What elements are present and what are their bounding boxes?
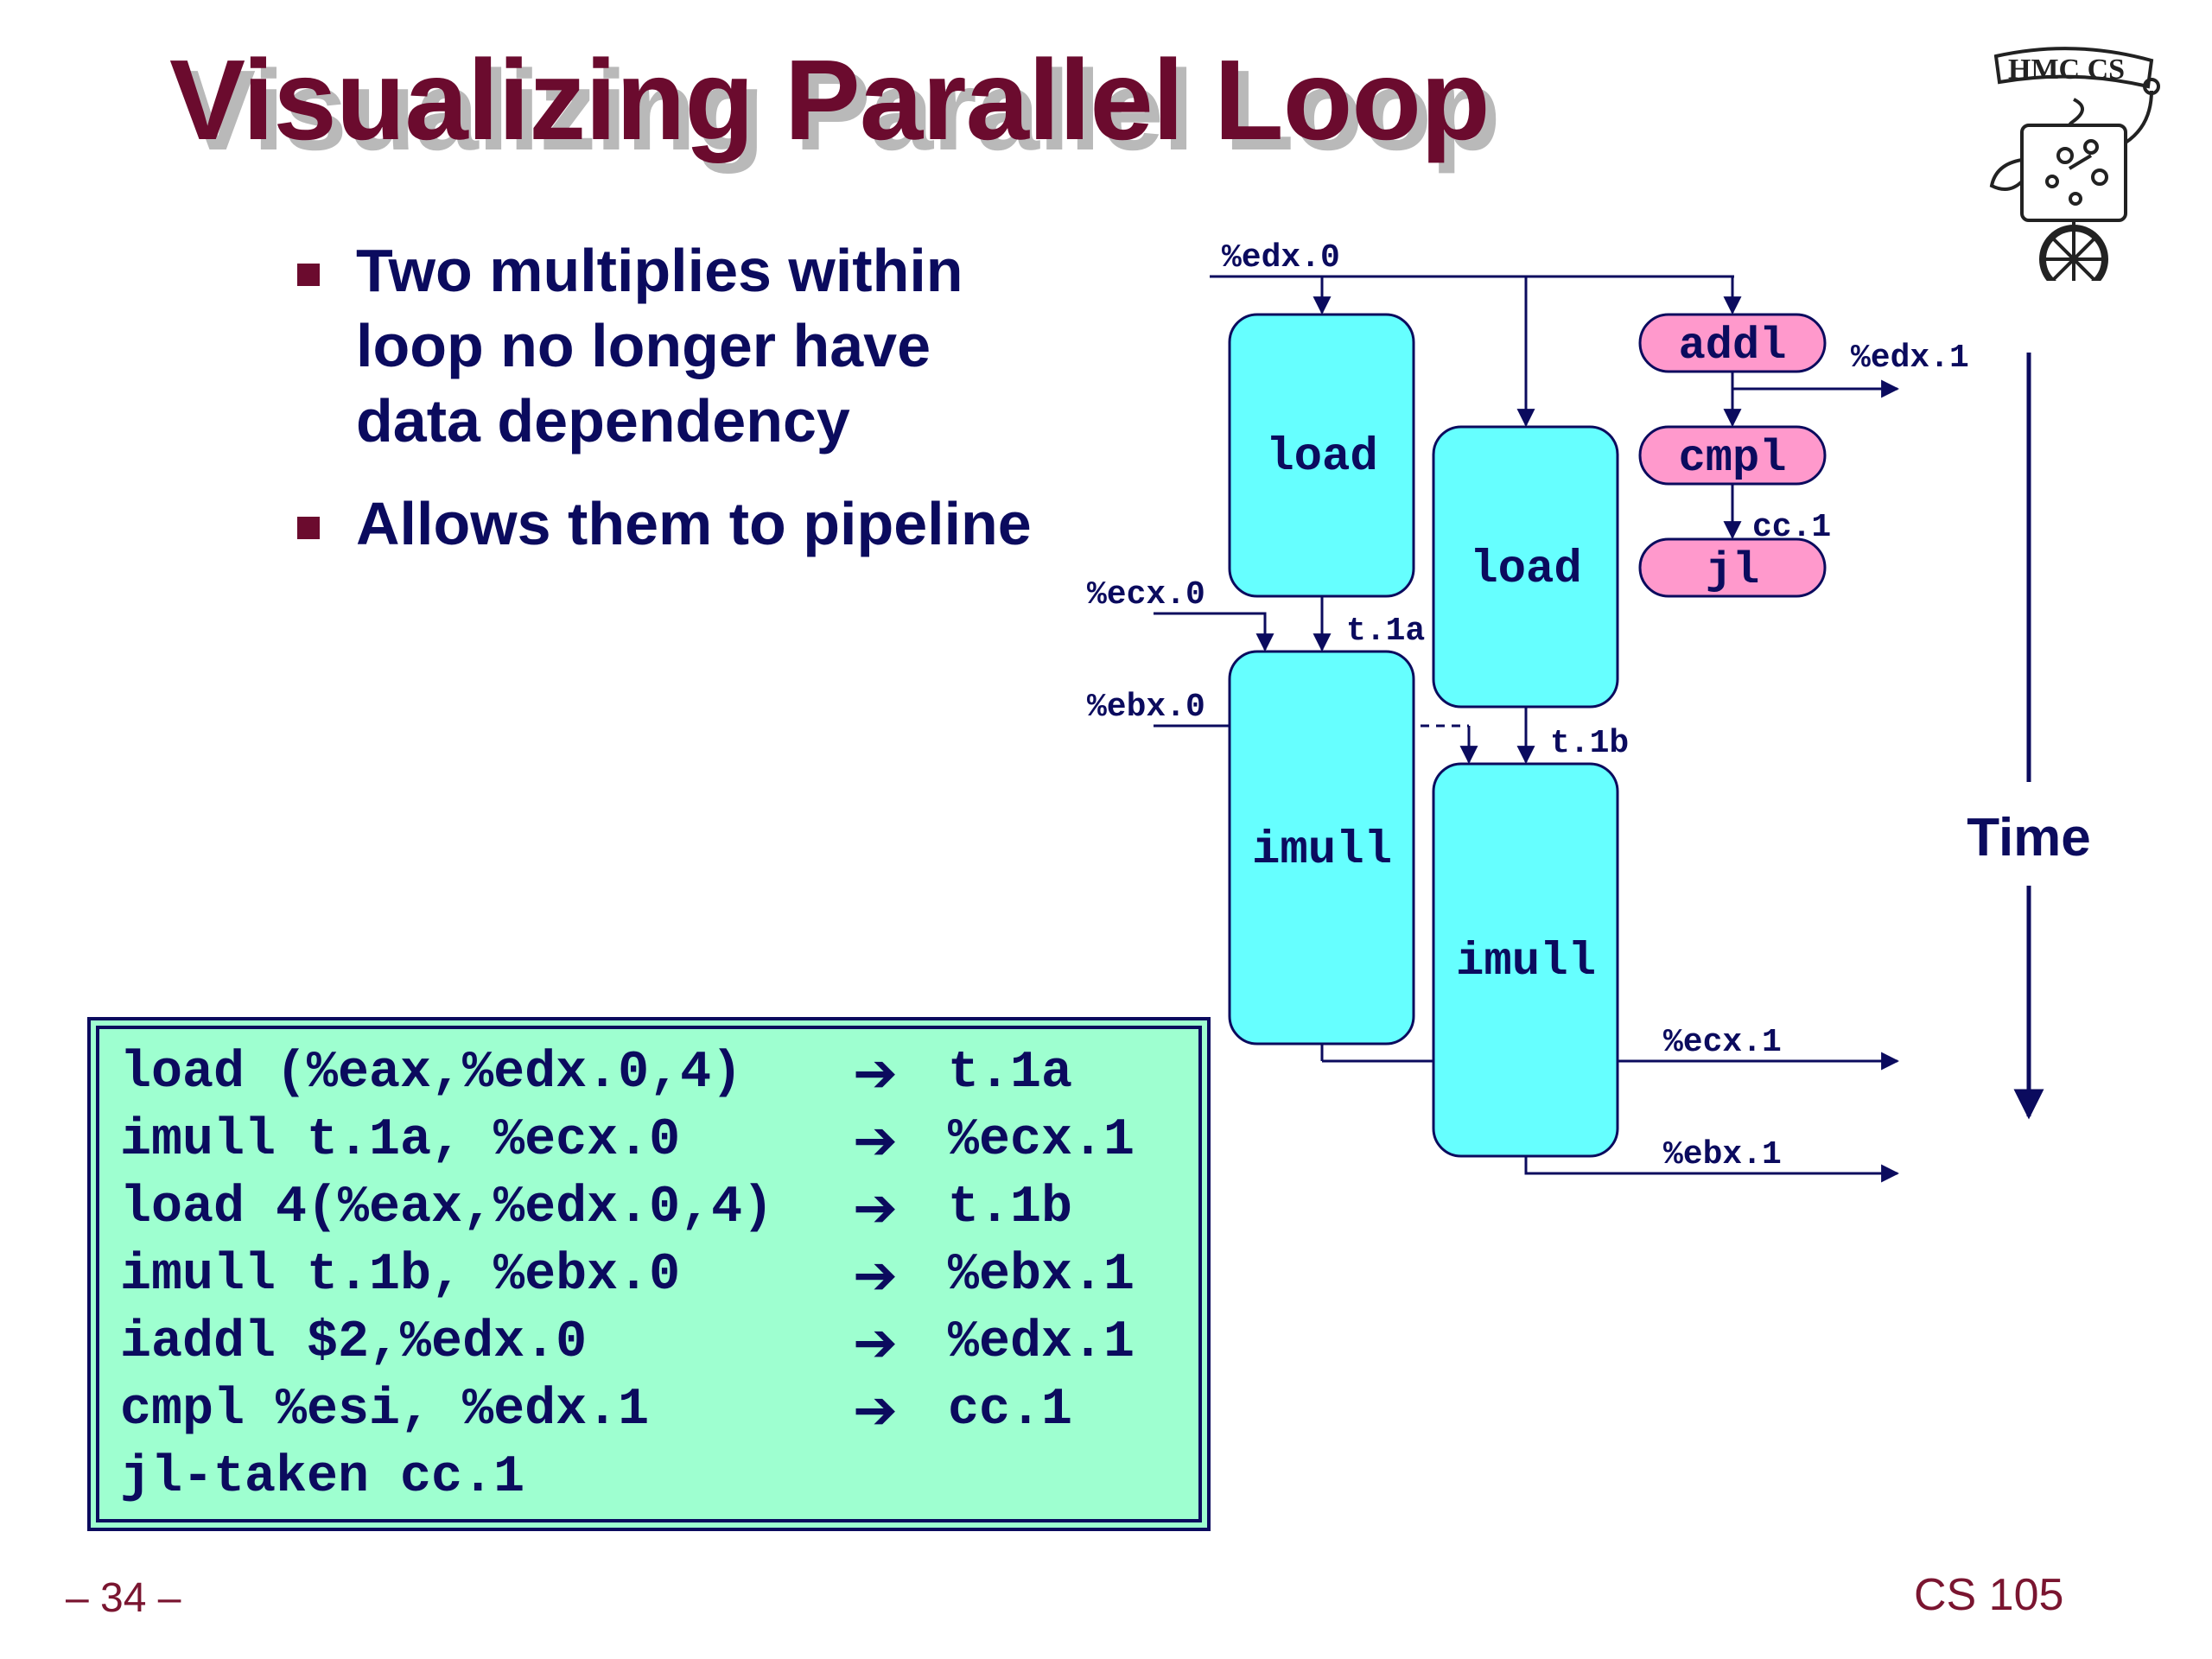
code-instr: cmpl %esi, %edx.1	[120, 1381, 650, 1440]
code-dest: cc.1	[948, 1381, 1073, 1440]
bullet-marker	[297, 264, 320, 286]
code-box: load (%eax,%edx.0,4) ➔ t.1a imull t.1a, …	[87, 1017, 1211, 1531]
addl-label: addl	[1679, 321, 1787, 372]
code-dest: %ebx.1	[948, 1246, 1135, 1305]
course-label: CS 105	[1914, 1570, 2064, 1620]
ecx0-arrow	[1154, 612, 1274, 652]
bullet-text: Two multiplies within loop no longer hav…	[356, 237, 963, 454]
arrow-icon: ➔	[853, 1109, 898, 1172]
arrow-icon: ➔	[853, 1311, 898, 1374]
code-instr: load (%eax,%edx.0,4)	[120, 1044, 743, 1103]
arrow-icon: ➔	[853, 1243, 898, 1306]
arrow-icon: ➔	[853, 1041, 898, 1104]
bullet-text: Allows them to pipeline	[356, 490, 1032, 557]
imull1-label: imull	[1252, 824, 1392, 877]
imull2-label: imull	[1456, 936, 1596, 988]
bullet-list: Two multiplies within loop no longer hav…	[294, 233, 1071, 589]
time-label: Time	[1967, 808, 2091, 868]
load1-block	[1228, 313, 1415, 598]
code-instr: load 4(%eax,%edx.0,4)	[120, 1179, 774, 1237]
arrow-icon: ➔	[853, 1176, 898, 1239]
load1-label: load	[1266, 431, 1378, 484]
cc1-label: cc.1	[1752, 509, 1831, 546]
slide-title: Visualizing Parallel Loop	[169, 36, 1491, 163]
ecx1-label: %ecx.1	[1663, 1024, 1782, 1061]
bullet-item: Allows them to pipeline	[294, 486, 1071, 562]
arrow-icon: ➔	[853, 1378, 898, 1441]
load2-label: load	[1470, 543, 1582, 596]
ebx1-label: %ebx.1	[1663, 1136, 1782, 1173]
edx0-label: %edx.0	[1222, 239, 1340, 276]
code-dest: t.1b	[948, 1179, 1073, 1237]
jl-block	[1638, 537, 1827, 598]
cmpl-block	[1638, 425, 1827, 486]
ebx0-label: %ebx.0	[1087, 689, 1205, 726]
edx1-label: %edx.1	[1851, 340, 1969, 377]
code-instr: jl-taken cc.1	[120, 1448, 525, 1507]
addl-block	[1638, 313, 1827, 373]
imull2-block	[1432, 762, 1619, 1158]
bullet-item: Two multiplies within loop no longer hav…	[294, 233, 1071, 459]
ebx1-out-arrow	[1524, 1156, 1900, 1183]
page-number: – 34 –	[66, 1575, 181, 1621]
imull1-block	[1228, 650, 1415, 1046]
t1a-label: t.1a	[1346, 613, 1425, 650]
code-instr: imull t.1a, %ecx.0	[120, 1111, 681, 1170]
bullet-marker	[297, 517, 320, 539]
code-dest: %ecx.1	[948, 1111, 1135, 1170]
hmc-cs-logo: HMC CS	[1989, 47, 2160, 281]
ecx0-label: %ecx.0	[1087, 576, 1205, 613]
code-dest: t.1a	[948, 1044, 1073, 1103]
code-dest: %edx.1	[948, 1313, 1135, 1372]
load2-block	[1432, 425, 1619, 709]
code-instr: iaddl $2,%edx.0	[120, 1313, 588, 1372]
logo-text: HMC CS	[2008, 54, 2125, 86]
code-instr: imull t.1b, %ebx.0	[120, 1246, 681, 1305]
jl-label: jl	[1706, 545, 1759, 596]
t1b-label: t.1b	[1550, 725, 1629, 762]
cmpl-label: cmpl	[1679, 433, 1787, 484]
